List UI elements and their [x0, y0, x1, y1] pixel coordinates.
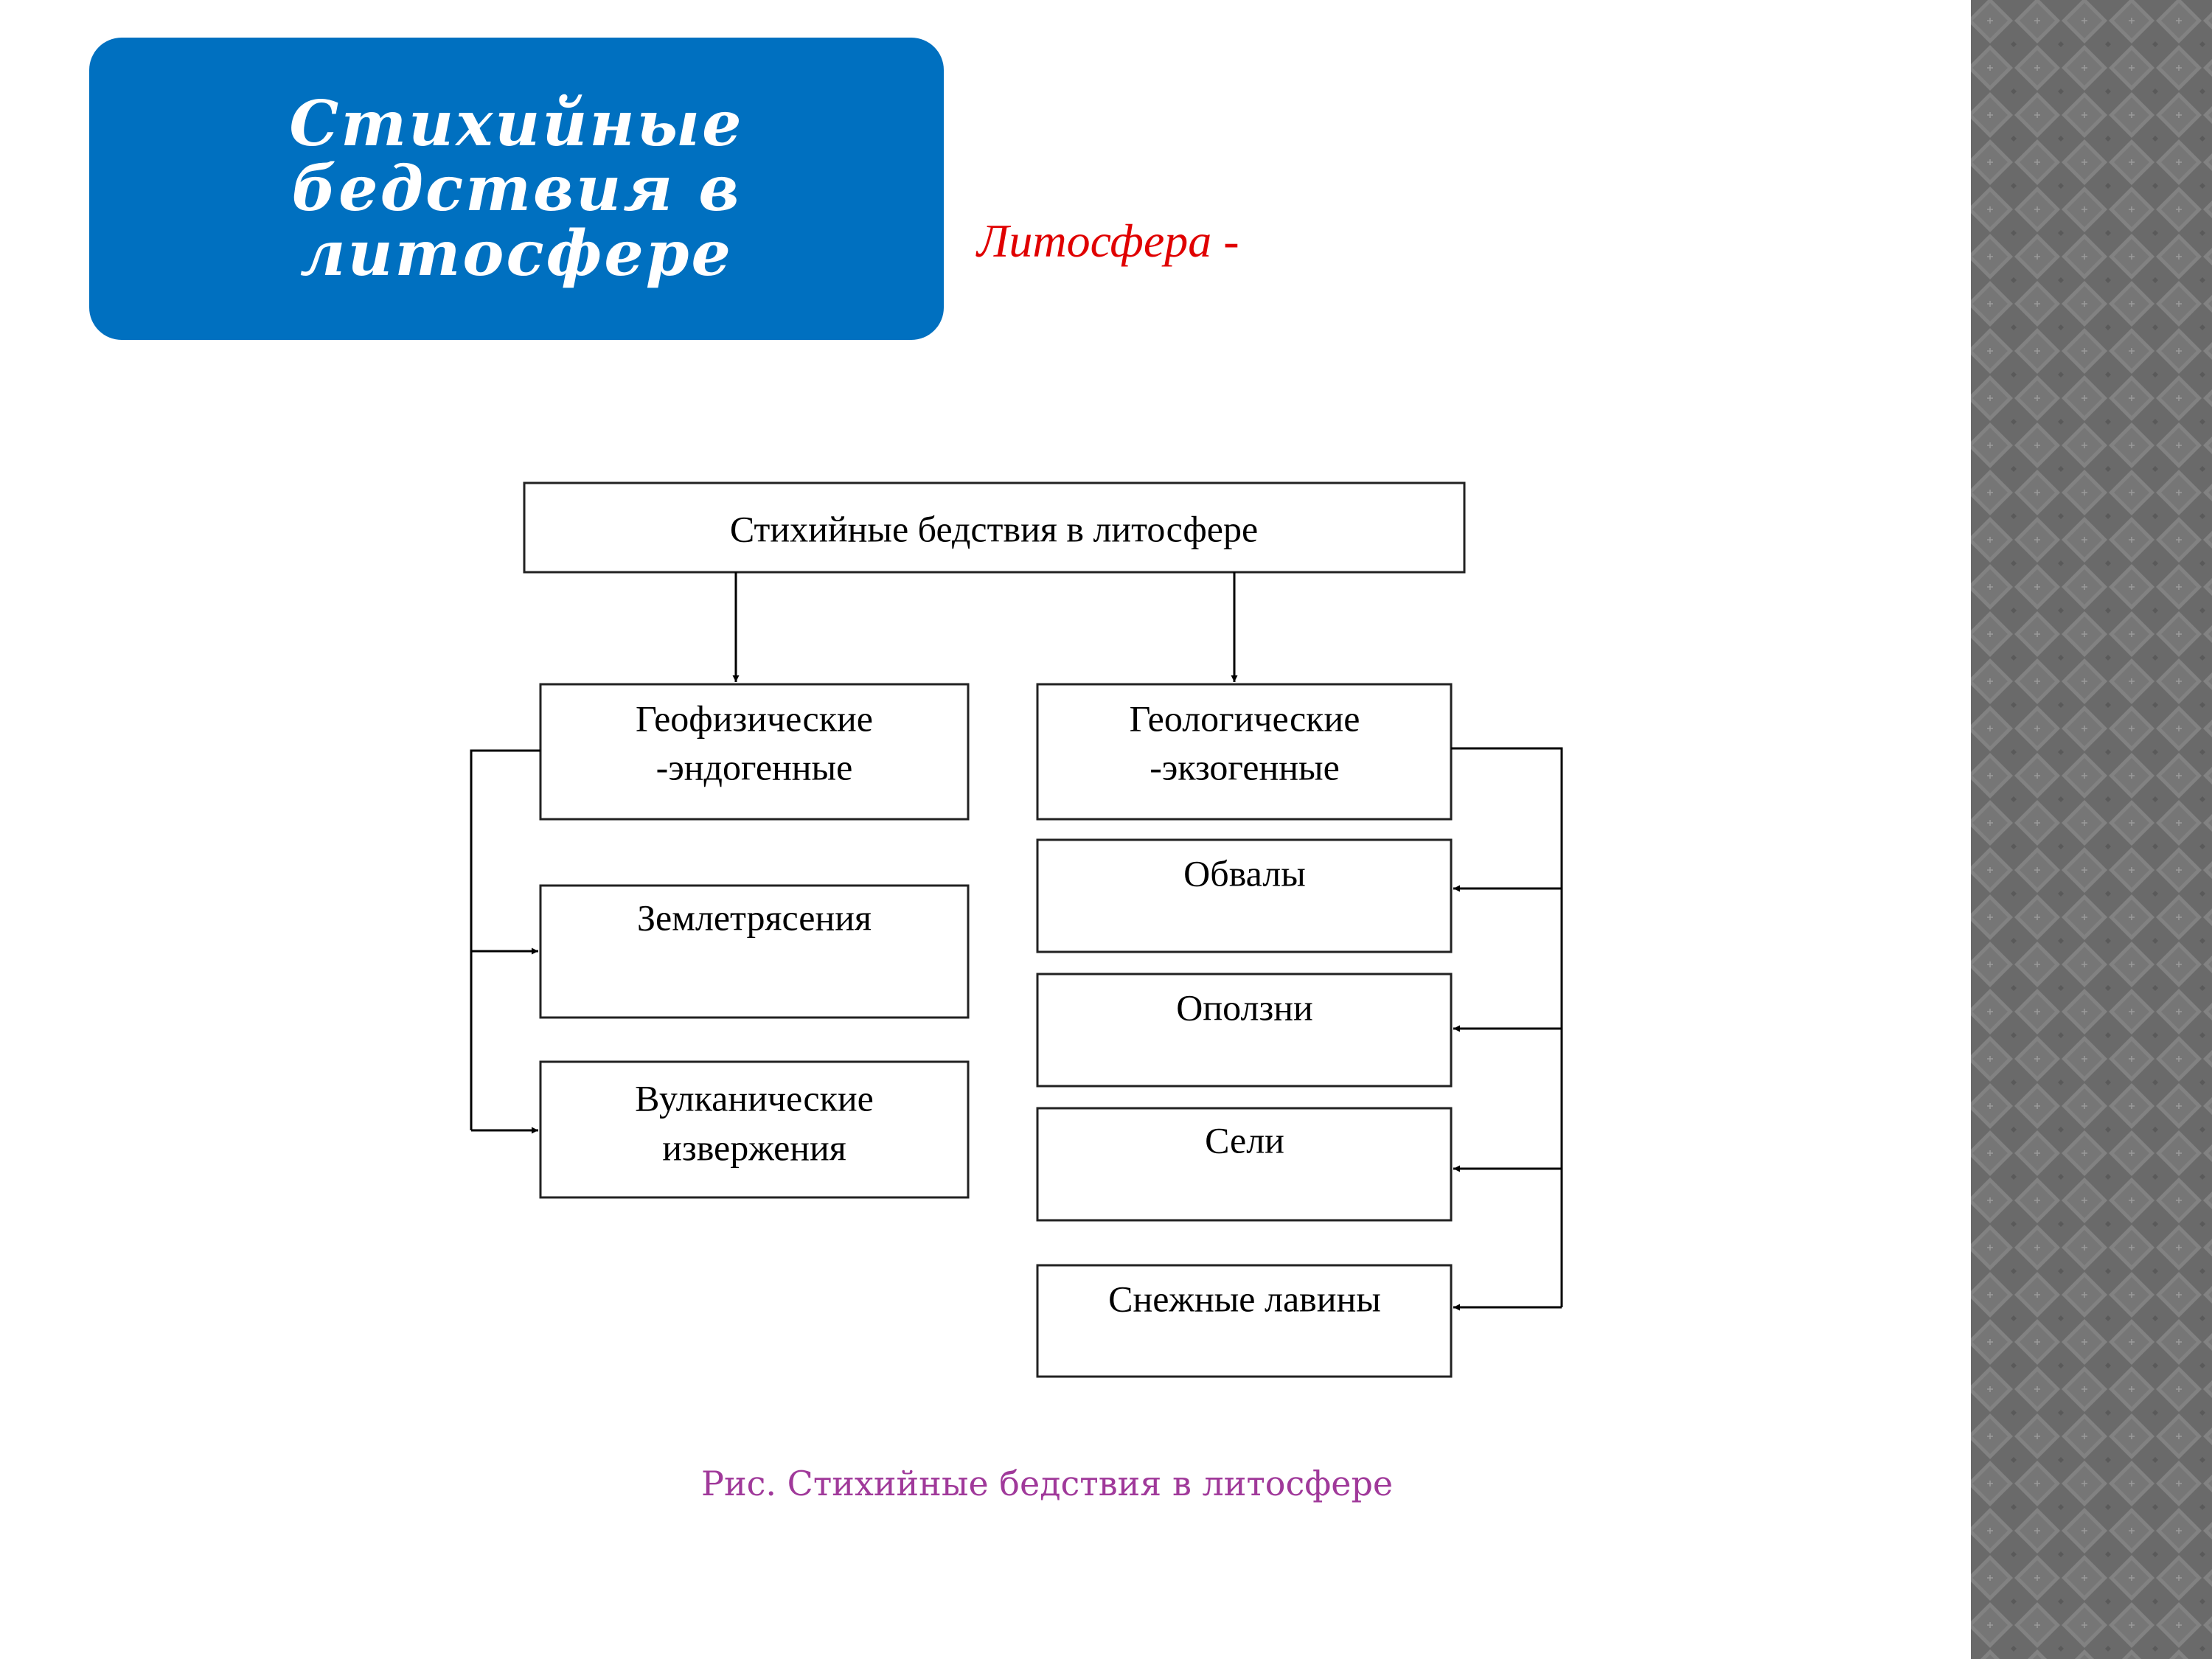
- root-node: Стихийные бедствия в литосфере: [523, 481, 1466, 574]
- figure-caption: Рис. Стихийные бедствия в литосфере: [701, 1464, 1394, 1503]
- right-branch-node: Геологические -экзогенные: [1036, 683, 1453, 821]
- mudflows-label: Сели: [1205, 1119, 1284, 1161]
- decorative-side-pattern: [1971, 0, 2212, 1659]
- left-branch-node: Геофизические -эндогенные: [539, 683, 970, 821]
- right-branch-label-line-1: Геологические: [1130, 698, 1360, 739]
- volcanic-label-line-2: извержения: [662, 1127, 846, 1168]
- right-item-node: Оползни: [1036, 973, 1453, 1088]
- connector-line: [1451, 747, 1563, 1307]
- connector-line: [470, 749, 540, 1130]
- avalanches-label: Снежные лавины: [1108, 1278, 1381, 1319]
- rockfalls-label: Обвалы: [1183, 852, 1306, 894]
- landslides-label: Оползни: [1176, 987, 1312, 1028]
- hazard-hierarchy-diagram: Стихийные бедствия в литосфере Геофизиче…: [470, 481, 1563, 1378]
- slide: Стихийные бедствия в литосфере Литосфера…: [89, 38, 1563, 1503]
- root-node-label: Стихийные бедствия в литосфере: [730, 508, 1258, 549]
- right-item-node: Обвалы: [1036, 838, 1453, 953]
- right-item-node: Сели: [1036, 1107, 1453, 1222]
- volcanic-label-line-1: Вулканические: [635, 1077, 874, 1119]
- left-branch-label-line-2: -эндогенные: [656, 746, 853, 787]
- left-item-node: Вулканические извержения: [539, 1060, 970, 1199]
- right-branch-label-line-2: -экзогенные: [1150, 746, 1340, 787]
- earthquakes-label: Землетрясения: [637, 897, 872, 938]
- title-card: Стихийные бедствия в литосфере: [89, 38, 944, 340]
- right-item-node: Снежные лавины: [1036, 1264, 1453, 1378]
- slide-title: Стихийные бедствия в литосфере: [289, 87, 744, 290]
- left-branch-label-line-1: Геофизические: [636, 698, 873, 739]
- left-item-node: Землетрясения: [539, 884, 970, 1019]
- lithosphere-definition-label: Литосфера -: [977, 215, 1239, 267]
